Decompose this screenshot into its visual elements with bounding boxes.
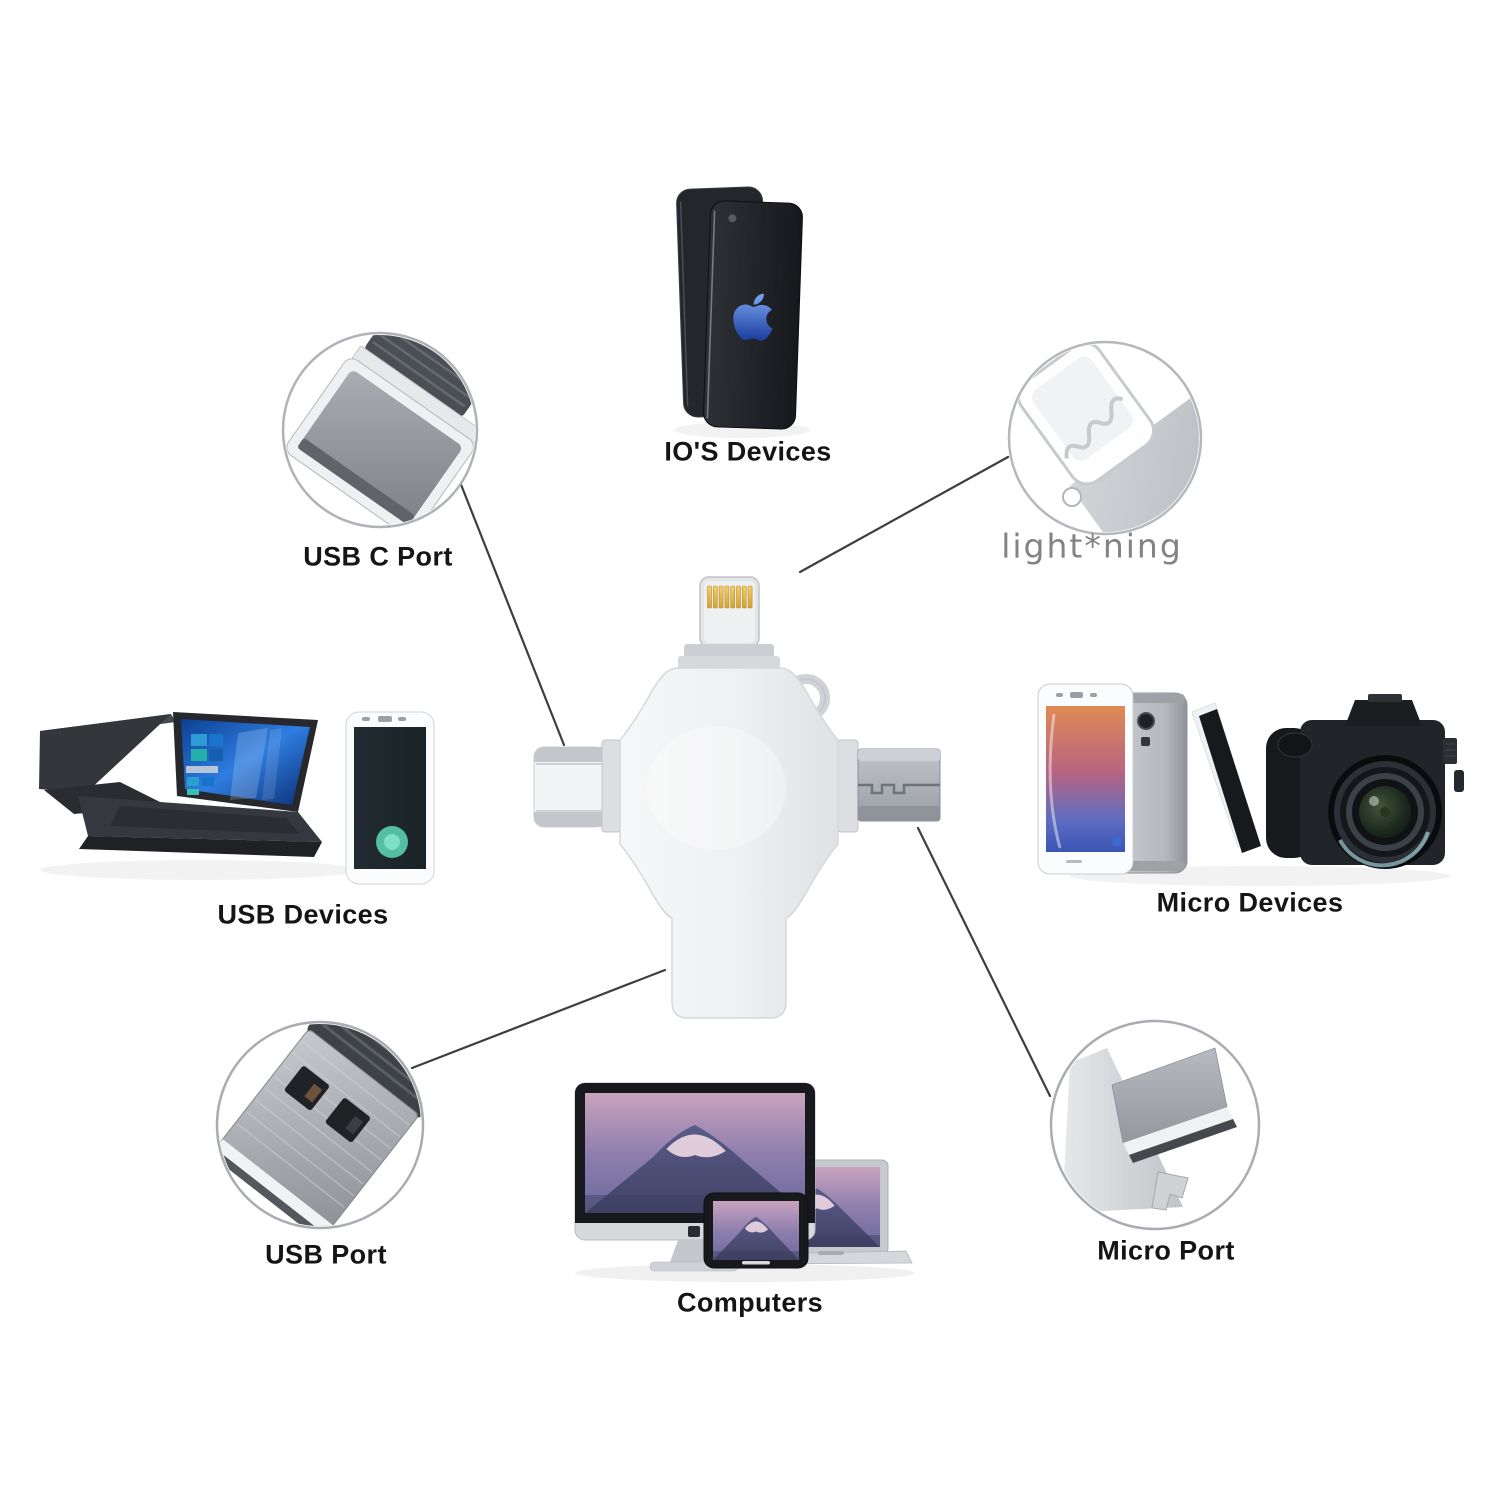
label-computers: Computers xyxy=(676,1287,824,1318)
lightning-connector xyxy=(678,576,780,672)
label-micro-devices: Micro Devices xyxy=(1156,887,1344,918)
plug-hole xyxy=(1062,487,1082,507)
line-usb-c-port xyxy=(458,480,566,747)
iphone-front xyxy=(703,200,803,430)
adapter-body xyxy=(619,667,839,1019)
label-usb-port: USB Port xyxy=(265,1239,387,1270)
label-usb-c-port: USB C Port xyxy=(303,541,453,572)
callout-lines xyxy=(410,455,1052,1098)
laptop-open xyxy=(78,712,322,857)
line-lightning-port xyxy=(798,455,1010,574)
lightning-pins xyxy=(707,585,753,609)
label-micro-port: Micro Port xyxy=(1097,1235,1235,1266)
camera-dot xyxy=(1137,712,1155,730)
label-usb-devices: USB Devices xyxy=(217,899,389,930)
line-micro-port xyxy=(916,826,1052,1098)
usb-c-port-callout xyxy=(281,331,479,529)
micro-usb-closeup-icon xyxy=(1062,1047,1237,1213)
usb-port-callout xyxy=(215,1020,425,1230)
ios-devices-illustration xyxy=(674,186,810,438)
micro-port-callout xyxy=(1049,1019,1261,1231)
camera-lens xyxy=(1328,755,1442,869)
label-ios-devices: IO'S Devices xyxy=(664,436,832,467)
camera-dot xyxy=(728,214,737,223)
phone-front-gradient xyxy=(1037,683,1134,875)
micro-usb-connector xyxy=(837,739,941,833)
usb-devices-illustration xyxy=(39,711,435,885)
label-lightning-port: light*ning xyxy=(1001,526,1183,566)
imac-chin-button xyxy=(688,1226,700,1237)
usb-c-connector xyxy=(533,739,621,833)
phone-usb-device xyxy=(345,711,435,885)
adapter-4in1-illustration xyxy=(533,576,941,1019)
windows-tiles xyxy=(186,734,223,795)
line-usb-port xyxy=(410,968,667,1070)
tablet xyxy=(703,1192,809,1269)
dslr-camera xyxy=(1266,694,1464,869)
micro-devices-illustration xyxy=(1037,683,1464,886)
apple-logo-icon xyxy=(733,293,773,341)
computers-illustration xyxy=(574,1082,915,1282)
stylus-stick xyxy=(1191,702,1261,853)
lightning-port-callout xyxy=(1007,340,1203,536)
